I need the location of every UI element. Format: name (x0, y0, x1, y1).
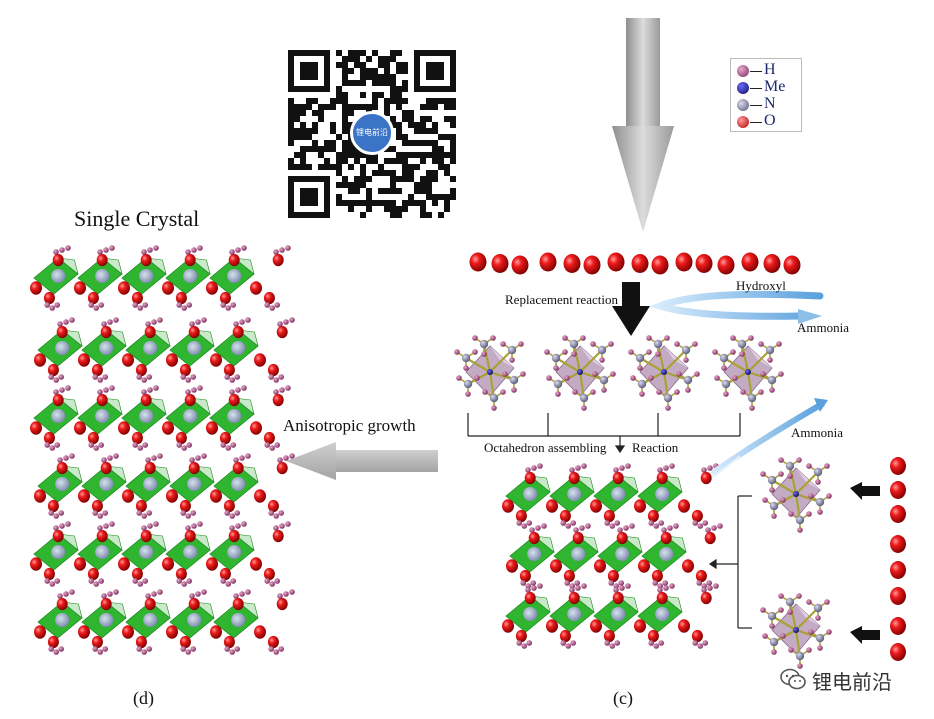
panel-label-d: (d) (133, 688, 154, 708)
qr-center-text: 锂电前沿 (356, 128, 388, 137)
octahedron-assembling-label: Octahedron assembling (484, 440, 607, 455)
replacement-reaction-label: Replacement reaction (505, 292, 618, 307)
reaction-label: Reaction (632, 440, 679, 455)
single-crystal-title: Single Crystal (74, 206, 200, 231)
hydrogen-ball-icon (737, 65, 749, 77)
legend-item-h: H (737, 61, 799, 79)
legend-item-me: Me (737, 78, 799, 96)
anisotropic-growth-label: Anisotropic growth (283, 416, 416, 435)
single-crystal-structure (30, 245, 295, 655)
legend-item-n: N (737, 95, 799, 113)
oxygen-ball-icon (737, 116, 749, 128)
side-black-arrows (850, 482, 880, 644)
qr-code (284, 46, 460, 222)
assembled-crystal-structure (502, 463, 723, 649)
side-bracket (708, 495, 752, 629)
ammonia-label-mid: Ammonia (791, 425, 843, 440)
watermark: 锂电前沿 (776, 664, 916, 694)
ammonia-arrow (711, 398, 828, 479)
wechat-icon (780, 668, 806, 690)
assembly-bracket (467, 413, 741, 454)
hydroxyl-ammonia-exchange-arrow (649, 290, 824, 324)
nitrogen-ball-icon (737, 99, 749, 111)
panel-label-c: (c) (613, 688, 633, 708)
qr-center-logo: 锂电前沿 (350, 111, 394, 155)
down-arrow-large (612, 18, 674, 232)
ammine-complex-row (454, 335, 784, 411)
oxygen-row (469, 252, 801, 275)
watermark-text: 锂电前沿 (812, 670, 892, 694)
atom-legend: H Me N O (730, 58, 802, 132)
ammonia-label-top: Ammonia (797, 320, 849, 335)
side-oxygen-column (890, 457, 906, 661)
side-complexes (760, 457, 832, 669)
metal-ball-icon (737, 82, 749, 94)
hydroxyl-label: Hydroxyl (736, 278, 786, 293)
anisotropic-growth-arrow (286, 442, 438, 480)
replacement-arrow (612, 282, 650, 336)
legend-item-o: O (737, 112, 799, 130)
